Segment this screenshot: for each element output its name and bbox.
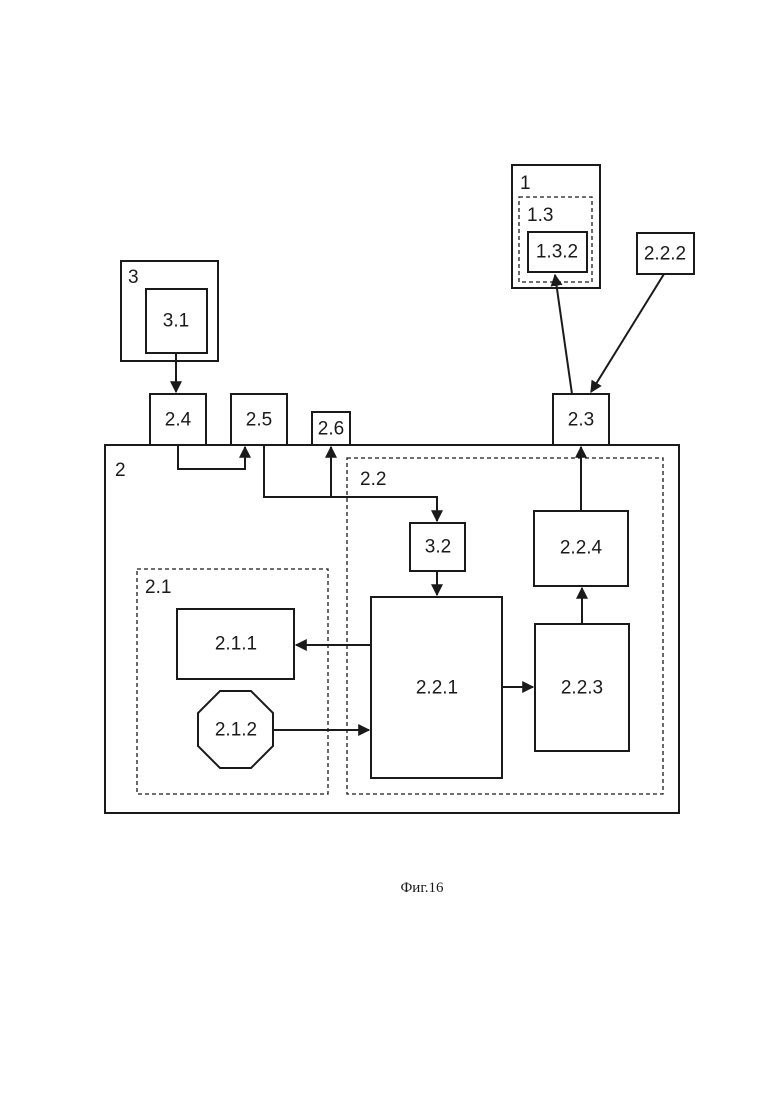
block-2-2-2-external-label: 2.2.2 xyxy=(644,244,686,265)
block-3-2-label: 3.2 xyxy=(425,537,451,558)
block-3-label: 3 xyxy=(128,267,139,288)
block-3-1-label: 3.1 xyxy=(163,311,189,332)
block-2-2-4-label: 2.2.4 xyxy=(560,538,603,559)
block-2-label: 2 xyxy=(115,460,126,481)
block-1-label: 1 xyxy=(520,173,531,194)
block-2-5-label: 2.5 xyxy=(246,410,272,431)
block-2-1-2-label: 2.1.2 xyxy=(215,720,257,741)
block-1-3-2-label: 1.3.2 xyxy=(536,242,578,263)
arrow-2-3-to-1-3-2 xyxy=(555,275,572,394)
group-1-3-label: 1.3 xyxy=(527,205,553,226)
block-2-2-1-label: 2.2.1 xyxy=(416,678,458,699)
figure-caption: Фиг.16 xyxy=(400,880,444,896)
block-2-1-1-label: 2.1.1 xyxy=(215,634,257,655)
arrow-2-2-2-to-2-3 xyxy=(591,274,664,392)
group-2-2-label: 2.2 xyxy=(360,469,386,490)
block-2-6-label: 2.6 xyxy=(318,419,344,440)
block-2-2-3-label: 2.2.3 xyxy=(561,678,603,699)
block-2-4-label: 2.4 xyxy=(165,410,192,431)
group-2-1-label: 2.1 xyxy=(145,577,171,598)
block-2-3-label: 2.3 xyxy=(568,410,594,431)
